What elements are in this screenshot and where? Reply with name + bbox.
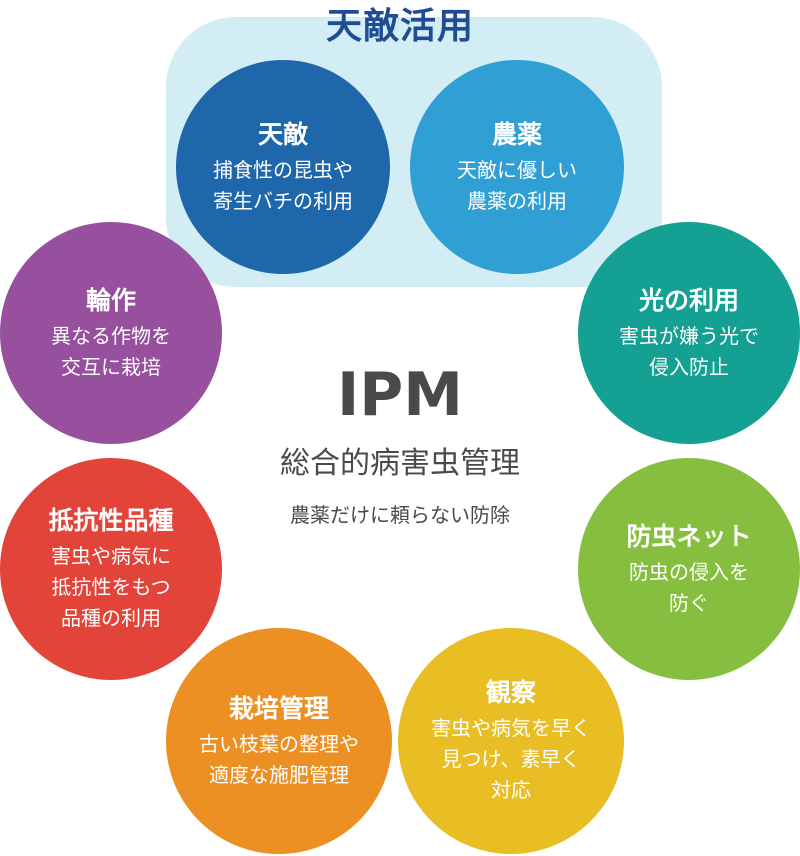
method-resistant-varieties: 抵抗性品種 害虫や病気に 抵抗性をもつ 品種の利用 (0, 458, 222, 680)
method-pesticides: 農薬 天敵に優しい 農薬の利用 (410, 60, 624, 274)
method-desc-line: 見つけ、素早く (441, 747, 581, 771)
method-desc-line: 交互に栽培 (61, 354, 161, 379)
method-desc-line: 農薬の利用 (467, 188, 567, 213)
center-title: IPM (336, 360, 463, 430)
method-desc-line: 適度な施肥管理 (209, 762, 349, 787)
method-title: 観察 (485, 678, 536, 707)
method-desc-line: 害虫が嫌う光で (619, 323, 759, 348)
method-title: 輪作 (85, 285, 136, 315)
method-desc-line: 防虫の侵入を (629, 559, 749, 584)
method-natural-enemies: 天敵 捕食性の昆虫や 寄生バチの利用 (176, 60, 390, 274)
method-desc-line: 古い枝葉の整理や (199, 731, 359, 756)
method-crop-rotation: 輪作 異なる作物を 交互に栽培 (0, 222, 222, 444)
method-title: 光の利用 (638, 285, 739, 315)
method-desc-line: 侵入防止 (649, 354, 729, 379)
method-title: 農薬 (491, 119, 542, 149)
method-desc-line: 抵抗性をもつ (51, 575, 171, 599)
method-cultivation-management: 栽培管理 古い枝葉の整理や 適度な施肥管理 (166, 628, 392, 854)
method-insect-net: 防虫ネット 防虫の侵入を 防ぐ (578, 458, 800, 680)
method-title: 抵抗性品種 (48, 506, 174, 535)
method-title: 天敵 (257, 119, 308, 149)
method-desc-line: 害虫や病気を早く (431, 716, 591, 740)
method-title: 防虫ネット (626, 521, 752, 551)
method-desc-line: 害虫や病気に (51, 544, 171, 568)
method-title: 栽培管理 (228, 693, 329, 723)
center-note: 農薬だけに頼らない防除 (290, 503, 510, 527)
center-subtitle: 総合的病害虫管理 (280, 446, 520, 481)
group-label: 天敵活用 (325, 6, 474, 47)
method-desc-line: 異なる作物を (51, 323, 171, 348)
method-desc-line: 捕食性の昆虫や (213, 157, 353, 182)
method-desc-line: 天敵に優しい (457, 157, 577, 182)
method-observation: 観察 害虫や病気を早く 見つけ、素早く 対応 (398, 628, 624, 854)
method-light-use: 光の利用 害虫が嫌う光で 侵入防止 (578, 222, 800, 444)
method-desc-line: 対応 (491, 778, 531, 802)
method-desc-line: 品種の利用 (61, 606, 161, 630)
method-desc-line: 寄生バチの利用 (213, 188, 353, 213)
method-desc-line: 防ぐ (669, 590, 709, 615)
